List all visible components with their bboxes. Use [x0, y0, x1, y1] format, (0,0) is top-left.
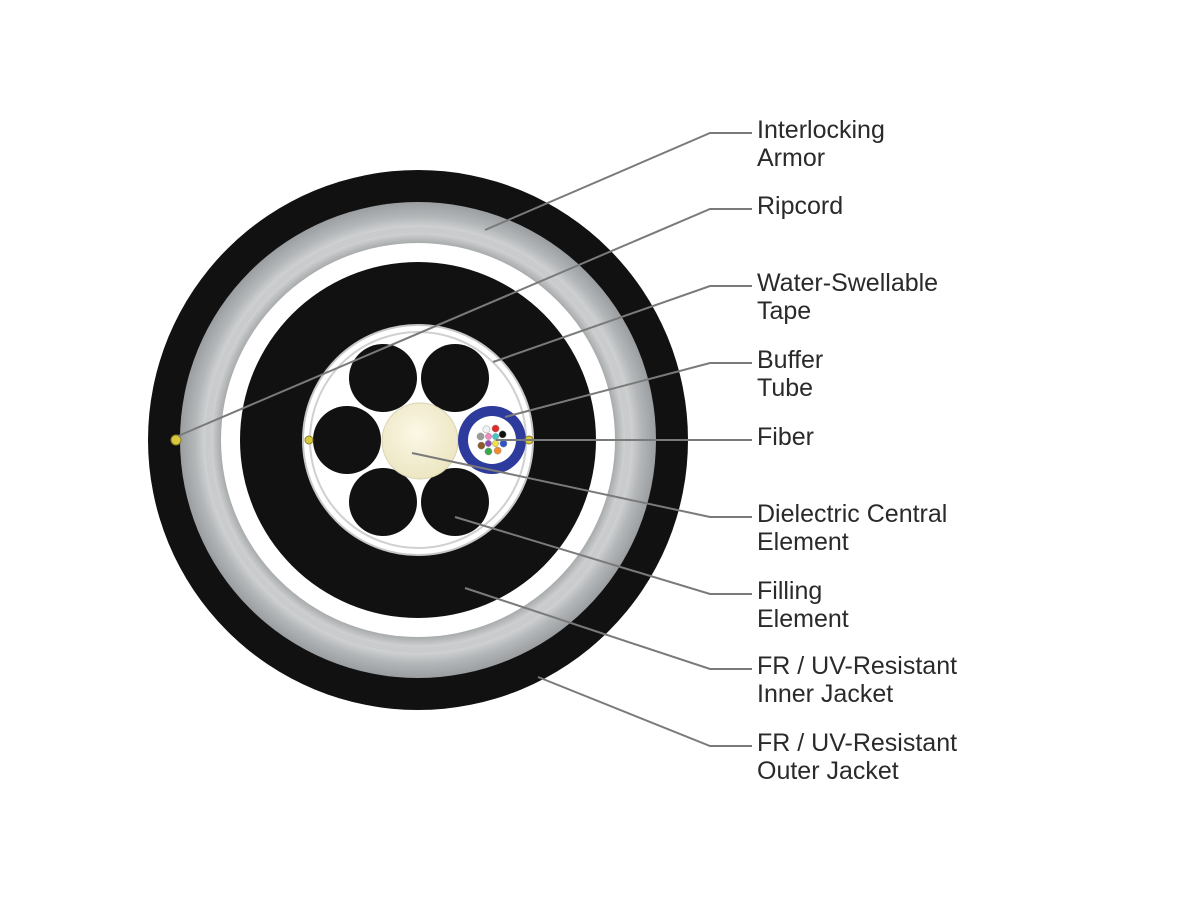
buffer-tube-inner — [468, 416, 516, 464]
optical-fiber — [491, 424, 500, 433]
label-outer-jacket: FR / UV-Resistant Outer Jacket — [757, 729, 957, 785]
label-line: Outer Jacket — [757, 757, 899, 785]
ripcord — [170, 434, 182, 446]
label-inner-jacket: FR / UV-Resistant Inner Jacket — [757, 652, 957, 708]
label-line: Fiber — [757, 423, 814, 451]
dielectric-central-element — [381, 402, 459, 480]
filling-element — [313, 406, 381, 474]
optical-fiber — [498, 430, 507, 439]
filling-element — [421, 468, 489, 536]
ripcord — [304, 435, 314, 445]
leader-line-ripcord — [177, 208, 752, 437]
label-buffer-tube: Buffer Tube — [757, 346, 823, 402]
label-line: Element — [757, 605, 849, 633]
optical-fiber — [482, 425, 491, 434]
optical-fiber — [476, 432, 485, 441]
label-interlocking-armor: Interlocking Armor — [757, 116, 885, 172]
leader-line-filling-element — [454, 516, 752, 595]
label-line: Interlocking — [757, 116, 885, 144]
label-water-swellable-tape: Water-Swellable Tape — [757, 269, 938, 325]
label-line: Ripcord — [757, 192, 844, 220]
leader-line-inner-jacket — [464, 587, 752, 670]
leader-line-outer-jacket — [537, 676, 752, 747]
leader-line-buffer-tube — [504, 362, 752, 418]
fiber-bundle — [476, 424, 508, 456]
label-line: FR / UV-Resistant — [757, 652, 958, 680]
leader-line-central-element — [411, 452, 752, 518]
leader-line-armor — [484, 132, 752, 231]
optical-fiber — [484, 447, 493, 456]
optical-fiber — [485, 432, 492, 440]
label-line: FR / UV-Resistant — [757, 729, 958, 757]
optical-fiber — [493, 446, 502, 455]
label-line: Buffer — [757, 346, 824, 374]
label-line: Filling — [757, 577, 823, 605]
label-dielectric-central-element: Dielectric Central Element — [757, 500, 947, 556]
label-line: Tape — [757, 297, 812, 325]
optical-fiber — [492, 433, 500, 440]
filling-element — [349, 468, 417, 536]
filling-element — [421, 344, 489, 412]
label-line: Armor — [757, 144, 826, 172]
leader-line-tape — [492, 285, 752, 363]
optical-fiber — [484, 440, 492, 447]
label-line: Inner Jacket — [757, 680, 894, 708]
label-line: Tube — [757, 374, 814, 402]
label-fiber: Fiber — [757, 423, 814, 451]
label-line: Element — [757, 528, 849, 556]
optical-fiber — [477, 441, 486, 450]
label-line: Dielectric Central — [757, 500, 948, 528]
optical-fiber — [499, 439, 508, 448]
label-filling-element: Filling Element — [757, 577, 849, 633]
label-line: Water-Swellable — [757, 269, 939, 297]
label-ripcord: Ripcord — [757, 192, 843, 220]
optical-fiber — [492, 440, 499, 448]
filling-element — [349, 344, 417, 412]
